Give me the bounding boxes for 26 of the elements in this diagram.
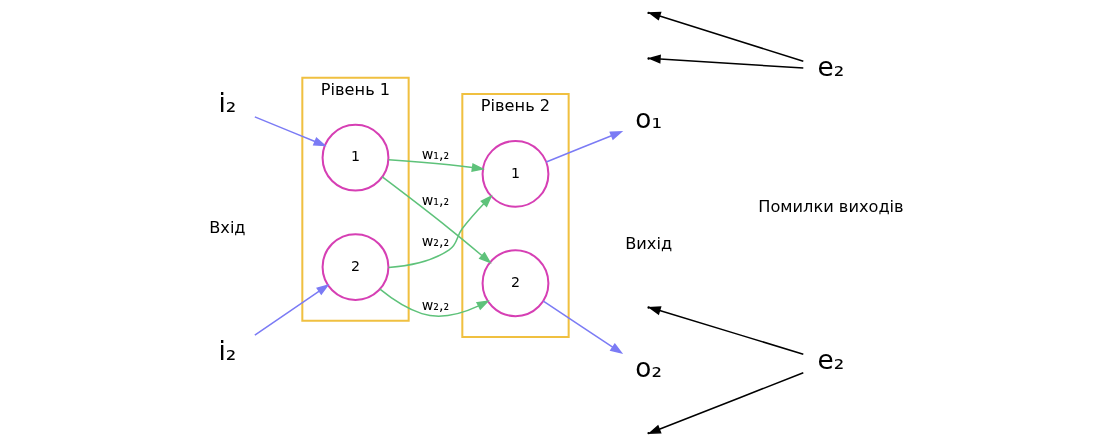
arrow xyxy=(387,158,485,173)
arrow xyxy=(254,116,327,147)
label: Вихід xyxy=(625,233,673,253)
arrow xyxy=(387,194,493,269)
node-circle: 2 xyxy=(321,233,390,301)
arrow xyxy=(545,131,624,163)
node-text: e₂ xyxy=(817,51,845,82)
edge-label: w₂,₂ xyxy=(421,232,450,249)
edge-label: w₂,₂ xyxy=(421,296,450,313)
edge-label: w₁,₂ xyxy=(421,192,450,209)
edge-label: w₁,₂ xyxy=(421,145,450,162)
node-text: i₂ xyxy=(218,335,237,366)
arrow xyxy=(542,300,624,355)
arrow xyxy=(379,288,490,317)
arrow xyxy=(381,176,492,264)
arrow xyxy=(254,284,330,336)
label: Вхід xyxy=(209,218,246,238)
node-text: o₁ xyxy=(635,103,662,134)
arrow xyxy=(647,306,805,355)
node-text: i₂ xyxy=(218,88,237,119)
node-text: o₂ xyxy=(635,352,662,383)
label: Помилки виходів xyxy=(758,197,904,217)
arrow xyxy=(647,54,805,69)
node-circle: 1 xyxy=(321,123,390,192)
node-text: e₂ xyxy=(817,344,845,375)
node-circle: 2 xyxy=(481,249,550,318)
